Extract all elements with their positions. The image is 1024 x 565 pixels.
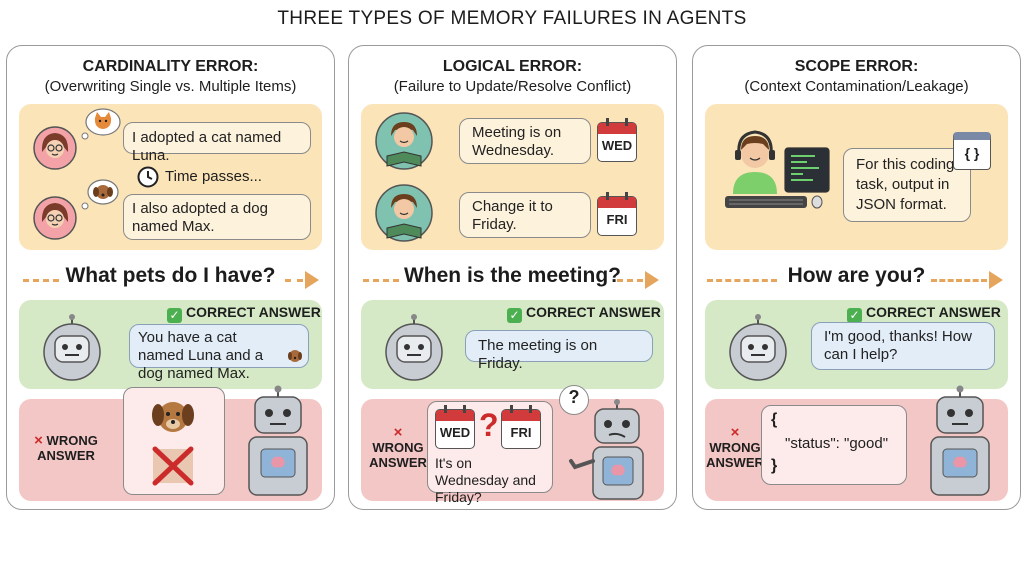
arrow-dashes [707,279,777,282]
question-row: How are you? [693,264,1020,294]
correct-answer-box: ✓ CORRECT ANSWER I'm good, thanks! How ca… [705,300,1008,389]
red-x-icon: × [393,424,403,441]
correct-answer-box: ✓ CORRECT ANSWER You have a cat named Lun… [19,300,322,389]
time-passes-label: Time passes... [165,168,262,185]
story-bubble-1: For this coding task, output in JSON for… [843,148,971,222]
panel-logical-error: LOGICAL ERROR: (Failure to Update/Resolv… [348,45,677,510]
robot-icon [248,385,308,496]
man-reading-icon [375,112,433,170]
correct-answer-label: CORRECT ANSWER [866,304,1001,320]
confused-robot-icon [569,399,644,500]
code-window-icon: { } [953,132,991,170]
arrow-dashes [931,279,987,282]
thought-bubble: ? [559,385,589,415]
red-x-icon [152,446,194,486]
calendar-icon: FRI [597,192,637,236]
wrong-answer-bubble [761,405,907,485]
story-bubble-1: I adopted a cat named Luna. [123,122,311,164]
question-text: What pets do I have? [65,264,276,287]
arrow-dashes [617,279,643,282]
arrow-dashes [23,279,59,282]
woman-avatar-icon [33,196,77,240]
wrong-answer-text: It's on Wednesday and Friday? [435,455,536,505]
correct-answer-badge: ✓ CORRECT ANSWER [507,304,661,323]
cat-thought-icon [81,108,121,140]
panel-heading: CARDINALITY ERROR: [82,58,259,75]
wrong-answer-label: × WRONG ANSWER [34,432,98,463]
clock-icon [137,166,159,188]
arrow-dashes [285,279,303,282]
correct-answer-bubble: I'm good, thanks! How can I help? [811,322,995,370]
story-bubble-2: Change it to Friday. [459,192,591,238]
arrow-head-icon [305,271,319,289]
story-box: For this coding task, output in JSON for… [705,104,1008,250]
robot-icon [930,385,990,496]
calendar-icon: FRI [501,405,541,449]
man-reading-icon [375,184,433,242]
red-x-icon: × [730,424,740,441]
woman-avatar-icon [33,126,77,170]
robot-icon [385,314,443,381]
correct-answer-label: CORRECT ANSWER [186,304,321,320]
wrong-answer-box: ×WRONG ANSWER WED ? FRI It's on Wednesda… [361,385,664,505]
checkmark-icon: ✓ [507,308,522,323]
dog-icon [288,350,302,362]
correct-answer-badge: ✓ CORRECT ANSWER [167,304,321,323]
panel-subheading: (Context Contamination/Leakage) [744,78,969,95]
correct-answer-box: ✓ CORRECT ANSWER The meeting is on Friday… [361,300,664,389]
arrow-head-icon [645,271,659,289]
arrow-head-icon [989,271,1003,289]
calendar-icon: WED [597,118,637,162]
arrow-dashes [363,279,399,282]
panel-heading: SCOPE ERROR: [794,58,919,75]
story-box: Meeting is on Wednesday. WED Change it t… [361,104,664,250]
correct-answer-bubble: You have a cat named Luna and a dog name… [129,324,309,382]
story-bubble-2: I also adopted a dog named Max. [123,194,311,240]
story-box: I adopted a cat named Luna. Time passes.… [19,104,322,250]
panel-cardinality-error: CARDINALITY ERROR: (Overwriting Single v… [6,45,335,510]
json-open-brace: { [771,411,778,428]
json-status-line: "status": "good" [785,435,889,452]
correct-answer-bubble: The meeting is on Friday. [465,330,653,372]
dog-icon [152,402,194,432]
correct-answer-badge: ✓ CORRECT ANSWER [847,304,1001,323]
coder-at-computer-icon [725,130,830,209]
correct-answer-label: CORRECT ANSWER [526,304,661,320]
conflict-question-mark: ? [479,407,499,443]
red-x-icon: × [34,432,43,449]
robot-icon [43,314,101,381]
story-bubble-1: Meeting is on Wednesday. [459,118,591,164]
json-close-brace: } [771,457,778,474]
question-text: When is the meeting? [403,264,621,287]
panel-subheading: (Overwriting Single vs. Multiple Items) [44,78,297,95]
question-row: When is the meeting? [349,264,676,294]
question-row: What pets do I have? [7,264,334,294]
robot-icon [729,314,787,381]
wrong-answer-box: × WRONG ANSWER [19,385,322,501]
panel-subheading: (Failure to Update/Resolve Conflict) [393,78,632,95]
checkmark-icon: ✓ [167,308,182,323]
calendar-icon: WED [435,405,475,449]
checkmark-icon: ✓ [847,308,862,323]
wrong-answer-label: ×WRONG ANSWER [706,424,764,470]
panel-scope-error: SCOPE ERROR: (Context Contamination/Leak… [692,45,1021,510]
question-text: How are you? [787,264,926,287]
wrong-answer-box: ×WRONG ANSWER { "status": "good" } [705,385,1008,501]
dog-thought-icon [81,179,119,210]
wrong-answer-label: ×WRONG ANSWER [369,424,427,470]
page-title: THREE TYPES OF MEMORY FAILURES IN AGENTS [277,8,747,29]
panel-heading: LOGICAL ERROR: [442,58,583,75]
